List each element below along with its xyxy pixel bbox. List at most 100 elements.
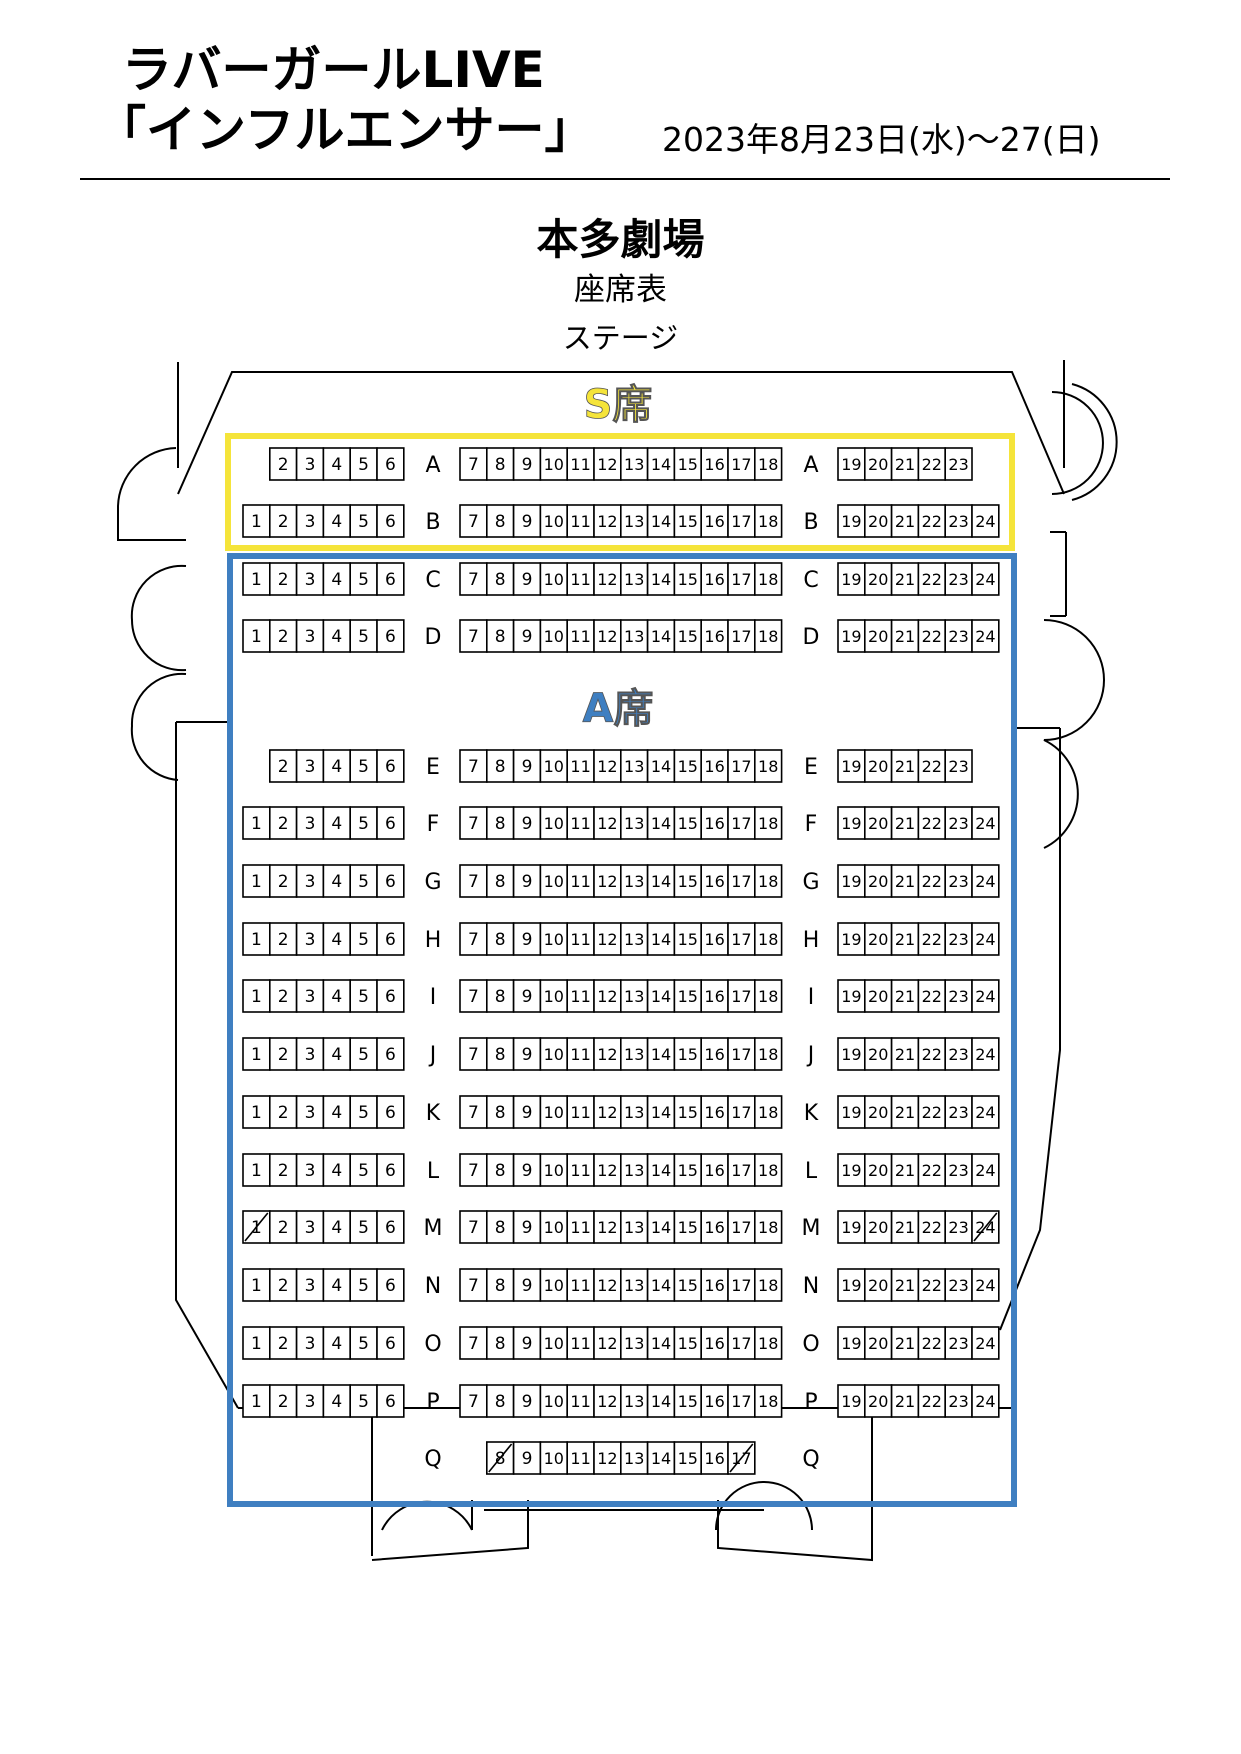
seat-J-11[interactable]: 11 — [566, 1037, 595, 1071]
seat-P-4[interactable]: 4 — [322, 1384, 351, 1418]
seat-I-24[interactable]: 24 — [971, 979, 1000, 1013]
seat-A-21[interactable]: 21 — [890, 447, 920, 481]
seat-A-6[interactable]: 6 — [376, 447, 405, 481]
seat-J-9[interactable]: 9 — [512, 1037, 542, 1071]
seat-A-9[interactable]: 9 — [512, 447, 542, 481]
seat-I-2[interactable]: 2 — [268, 979, 298, 1013]
seat-A-4[interactable]: 4 — [322, 447, 351, 481]
seat-P-20[interactable]: 20 — [863, 1384, 893, 1418]
seat-H-13[interactable]: 13 — [619, 922, 649, 956]
seat-M-21[interactable]: 21 — [890, 1210, 920, 1244]
seat-K-21[interactable]: 21 — [890, 1095, 920, 1129]
seat-O-11[interactable]: 11 — [566, 1326, 595, 1360]
seat-A-20[interactable]: 20 — [863, 447, 893, 481]
seat-F-22[interactable]: 22 — [917, 806, 947, 840]
seat-A-19[interactable]: 19 — [837, 447, 866, 481]
seat-G-9[interactable]: 9 — [512, 864, 542, 898]
seat-D-6[interactable]: 6 — [376, 619, 405, 653]
seat-I-17[interactable]: 17 — [727, 979, 756, 1013]
seat-H-18[interactable]: 18 — [753, 922, 783, 956]
seat-B-15[interactable]: 15 — [673, 504, 703, 538]
seat-H-20[interactable]: 20 — [863, 922, 893, 956]
seat-H-9[interactable]: 9 — [512, 922, 542, 956]
seat-G-6[interactable]: 6 — [376, 864, 405, 898]
seat-P-21[interactable]: 21 — [890, 1384, 920, 1418]
seat-D-4[interactable]: 4 — [322, 619, 351, 653]
seat-D-1[interactable]: 1 — [242, 619, 271, 653]
seat-N-22[interactable]: 22 — [917, 1268, 947, 1302]
seat-O-13[interactable]: 13 — [619, 1326, 649, 1360]
seat-K-7[interactable]: 7 — [459, 1095, 488, 1129]
seat-E-5[interactable]: 5 — [349, 749, 378, 783]
seat-G-8[interactable]: 8 — [485, 864, 515, 898]
seat-L-2[interactable]: 2 — [268, 1153, 298, 1187]
seat-B-22[interactable]: 22 — [917, 504, 947, 538]
seat-K-13[interactable]: 13 — [619, 1095, 649, 1129]
seat-C-22[interactable]: 22 — [917, 562, 947, 596]
seat-D-2[interactable]: 2 — [268, 619, 298, 653]
seat-O-3[interactable]: 3 — [295, 1326, 325, 1360]
seat-M-6[interactable]: 6 — [376, 1210, 405, 1244]
seat-P-19[interactable]: 19 — [837, 1384, 866, 1418]
seat-O-5[interactable]: 5 — [349, 1326, 378, 1360]
seat-N-11[interactable]: 11 — [566, 1268, 595, 1302]
seat-D-13[interactable]: 13 — [619, 619, 649, 653]
seat-F-19[interactable]: 19 — [837, 806, 866, 840]
seat-E-16[interactable]: 16 — [700, 749, 729, 783]
seat-B-18[interactable]: 18 — [753, 504, 783, 538]
seat-G-21[interactable]: 21 — [890, 864, 920, 898]
seat-A-8[interactable]: 8 — [485, 447, 515, 481]
seat-N-7[interactable]: 7 — [459, 1268, 488, 1302]
seat-I-18[interactable]: 18 — [753, 979, 783, 1013]
seat-K-20[interactable]: 20 — [863, 1095, 893, 1129]
seat-G-5[interactable]: 5 — [349, 864, 378, 898]
seat-O-2[interactable]: 2 — [268, 1326, 298, 1360]
seat-G-16[interactable]: 16 — [700, 864, 729, 898]
seat-M-20[interactable]: 20 — [863, 1210, 893, 1244]
seat-H-24[interactable]: 24 — [971, 922, 1000, 956]
seat-O-15[interactable]: 15 — [673, 1326, 703, 1360]
seat-H-4[interactable]: 4 — [322, 922, 351, 956]
seat-N-24[interactable]: 24 — [971, 1268, 1000, 1302]
seat-M-12[interactable]: 12 — [593, 1210, 622, 1244]
seat-H-21[interactable]: 21 — [890, 922, 920, 956]
seat-N-17[interactable]: 17 — [727, 1268, 756, 1302]
seat-A-7[interactable]: 7 — [459, 447, 488, 481]
seat-I-21[interactable]: 21 — [890, 979, 920, 1013]
seat-L-5[interactable]: 5 — [349, 1153, 378, 1187]
seat-L-14[interactable]: 14 — [646, 1153, 676, 1187]
seat-D-11[interactable]: 11 — [566, 619, 595, 653]
seat-L-13[interactable]: 13 — [619, 1153, 649, 1187]
seat-Q-14[interactable]: 14 — [646, 1441, 676, 1475]
seat-O-20[interactable]: 20 — [863, 1326, 893, 1360]
seat-I-19[interactable]: 19 — [837, 979, 866, 1013]
seat-G-13[interactable]: 13 — [619, 864, 649, 898]
seat-I-22[interactable]: 22 — [917, 979, 947, 1013]
seat-D-8[interactable]: 8 — [485, 619, 515, 653]
seat-O-16[interactable]: 16 — [700, 1326, 729, 1360]
seat-H-2[interactable]: 2 — [268, 922, 298, 956]
seat-I-10[interactable]: 10 — [539, 979, 569, 1013]
seat-P-9[interactable]: 9 — [512, 1384, 542, 1418]
seat-O-10[interactable]: 10 — [539, 1326, 569, 1360]
seat-E-11[interactable]: 11 — [566, 749, 595, 783]
seat-L-9[interactable]: 9 — [512, 1153, 542, 1187]
seat-H-23[interactable]: 23 — [944, 922, 973, 956]
seat-P-18[interactable]: 18 — [753, 1384, 783, 1418]
seat-L-22[interactable]: 22 — [917, 1153, 947, 1187]
seat-Q-9[interactable]: 9 — [512, 1441, 542, 1475]
seat-N-14[interactable]: 14 — [646, 1268, 676, 1302]
seat-M-15[interactable]: 15 — [673, 1210, 703, 1244]
seat-P-13[interactable]: 13 — [619, 1384, 649, 1418]
seat-M-18[interactable]: 18 — [753, 1210, 783, 1244]
seat-D-21[interactable]: 21 — [890, 619, 920, 653]
seat-E-15[interactable]: 15 — [673, 749, 703, 783]
seat-M-2[interactable]: 2 — [268, 1210, 298, 1244]
seat-F-4[interactable]: 4 — [322, 806, 351, 840]
seat-E-4[interactable]: 4 — [322, 749, 351, 783]
seat-B-21[interactable]: 21 — [890, 504, 920, 538]
seat-C-19[interactable]: 19 — [837, 562, 866, 596]
seat-C-6[interactable]: 6 — [376, 562, 405, 596]
seat-P-8[interactable]: 8 — [485, 1384, 515, 1418]
seat-N-21[interactable]: 21 — [890, 1268, 920, 1302]
